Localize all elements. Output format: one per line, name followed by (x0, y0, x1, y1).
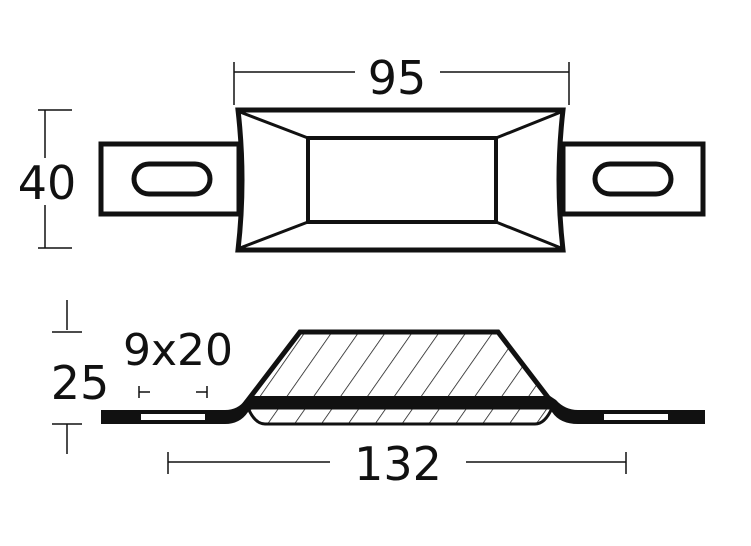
right-strap-slot (604, 414, 668, 420)
anode-section-hatched (239, 329, 559, 407)
dimension-25 (52, 300, 82, 454)
dimension-95 (233, 62, 570, 105)
right-tab (560, 141, 706, 217)
height-dimension-label: 40 (18, 156, 77, 210)
side-view (101, 329, 705, 426)
width-dimension-label: 95 (368, 51, 427, 105)
left-slot (131, 161, 213, 197)
length-dimension-label: 132 (354, 437, 442, 491)
side-height-dimension-label: 25 (51, 356, 110, 410)
top-view (98, 107, 706, 253)
dimension-slot (138, 386, 208, 398)
dimension-132 (167, 452, 627, 474)
anode-body-outline (235, 107, 566, 253)
bevel-lines (239, 110, 562, 250)
slot-dimension-label: 9x20 (123, 325, 233, 376)
lower-lens-hatched (245, 406, 555, 426)
dimension-40 (38, 109, 72, 249)
anode-body-face (306, 136, 498, 224)
right-slot (592, 161, 674, 197)
left-tab (98, 141, 242, 217)
mounting-strap (101, 396, 705, 424)
left-strap-slot (141, 414, 205, 420)
